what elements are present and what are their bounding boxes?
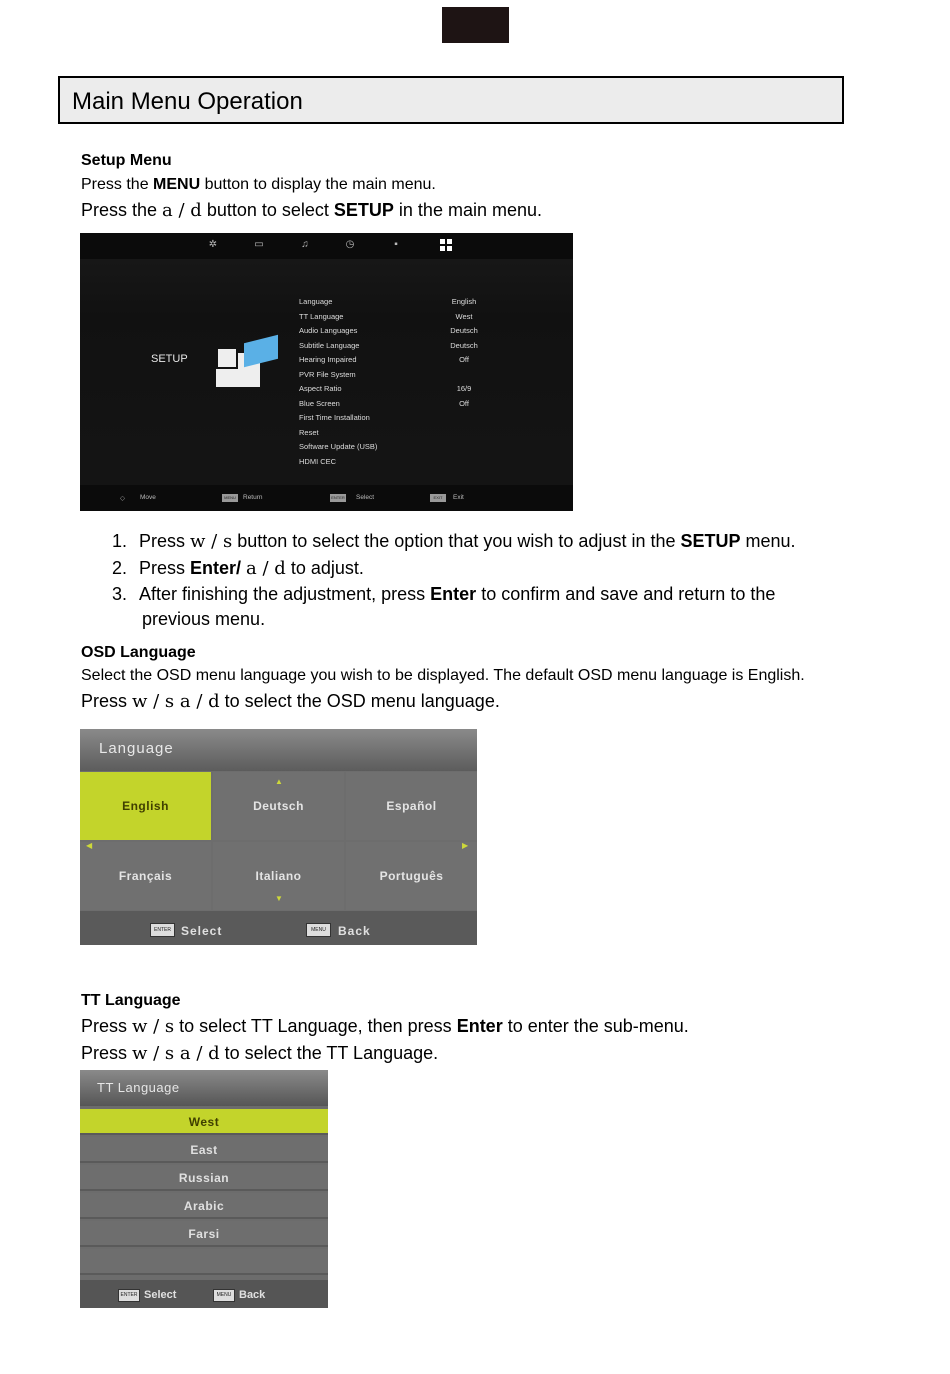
menu-key-icon: MENU bbox=[213, 1289, 235, 1302]
setup-item-value: West bbox=[455, 312, 473, 321]
tt-option-east[interactable]: East bbox=[80, 1137, 328, 1163]
step-2: 2.Press Enter/ a / d to adjust. bbox=[112, 558, 364, 579]
back-label: Back bbox=[239, 1289, 266, 1301]
setup-item-value: Deutsch bbox=[450, 341, 478, 350]
step-3-continuation: previous menu. bbox=[142, 609, 266, 629]
section-title: Main Menu Operation bbox=[72, 88, 303, 115]
tt-option-farsi[interactable]: Farsi bbox=[80, 1221, 328, 1247]
setup-grid-icon bbox=[440, 239, 452, 251]
menu-key-icon: MENU bbox=[306, 923, 331, 937]
setup-item-label: Hearing Impaired bbox=[299, 355, 357, 364]
tt-option-arabic[interactable]: Arabic bbox=[80, 1193, 328, 1219]
return-label: Return bbox=[243, 494, 263, 501]
setup-item-value: Deutsch bbox=[450, 326, 478, 335]
left-arrow-icon: ◀ bbox=[86, 841, 93, 850]
language-option-italiano[interactable]: Italiano bbox=[213, 842, 344, 910]
tt-menu-header: TT Language bbox=[80, 1070, 328, 1106]
move-label: Move bbox=[140, 494, 156, 501]
setup-item-value: English bbox=[451, 297, 477, 306]
exit-key-icon: EXIT bbox=[430, 494, 446, 502]
language-menu-footer: ENTER Select MENU Back bbox=[80, 911, 477, 945]
tt-option-russian[interactable]: Russian bbox=[80, 1165, 328, 1191]
time-icon: ◷ bbox=[345, 239, 355, 250]
select-label: Select bbox=[356, 494, 375, 501]
setup-item-label: HDMI CEC bbox=[299, 457, 337, 466]
sound-icon: ♫ bbox=[301, 239, 309, 250]
setup-item-label: PVR File System bbox=[299, 370, 356, 379]
exit-label: Exit bbox=[453, 494, 464, 501]
menu-key-icon: MENU bbox=[222, 494, 238, 502]
setup-item-value: Off bbox=[459, 355, 469, 364]
tv-bottom-bar: ◇ Move MENU Return ENTER Select EXIT Exi… bbox=[80, 485, 573, 511]
language-menu-title: Language bbox=[99, 740, 174, 757]
up-arrow-icon: ▲ bbox=[275, 777, 283, 786]
tt-line-2: Press w / s a / d to select the TT Langu… bbox=[81, 1043, 439, 1064]
setup-line-2: Press the a / d button to select SETUP i… bbox=[81, 200, 542, 221]
tt-language-screenshot: TT Language West East Russian Arabic Far… bbox=[80, 1070, 328, 1308]
osd-heading: OSD Language bbox=[81, 644, 196, 661]
tt-option-empty bbox=[80, 1249, 328, 1275]
osd-line-2: Press w / s a / d to select the OSD menu… bbox=[81, 691, 500, 712]
language-option-deutsch[interactable]: Deutsch bbox=[213, 772, 344, 840]
tv-top-bar: ✲ ▭ ♫ ◷ ▪ bbox=[80, 233, 573, 259]
back-label: Back bbox=[338, 924, 371, 938]
tt-option-west[interactable]: West bbox=[80, 1109, 328, 1135]
step-3: 3.After finishing the adjustment, press … bbox=[112, 584, 776, 604]
enter-key-icon: ENTER bbox=[150, 923, 175, 937]
setup-item-label: Software Update (USB) bbox=[299, 442, 378, 451]
setup-item-label: Language bbox=[299, 297, 333, 306]
section-title-box: Main Menu Operation bbox=[58, 76, 844, 124]
tt-heading: TT Language bbox=[81, 992, 181, 1009]
select-label: Select bbox=[181, 924, 223, 938]
setup-item-label: First Time Installation bbox=[299, 413, 370, 422]
setup-menu-screenshot: ✲ ▭ ♫ ◷ ▪ SETUP Language English TT Lang… bbox=[80, 233, 573, 511]
move-arrows-icon: ◇ bbox=[120, 495, 125, 502]
setup-tiles-icon bbox=[214, 327, 282, 387]
setup-item-label: Subtitle Language bbox=[299, 341, 360, 350]
setup-item-value: Off bbox=[459, 399, 469, 408]
setup-heading: Setup Menu bbox=[81, 152, 172, 169]
enter-key-icon: ENTER bbox=[118, 1289, 140, 1302]
select-label: Select bbox=[144, 1289, 177, 1301]
language-option-francais[interactable]: Français bbox=[80, 842, 211, 910]
tt-menu-footer: ENTER Select MENU Back bbox=[80, 1280, 328, 1308]
language-option-espanol[interactable]: Español bbox=[346, 772, 477, 840]
language-option-english[interactable]: English bbox=[80, 772, 211, 840]
picture-icon: ✲ bbox=[208, 239, 218, 250]
setup-item-label: TT Language bbox=[299, 312, 344, 321]
language-menu-screenshot: Language English Deutsch Español Françai… bbox=[80, 729, 477, 945]
page-tab-marker bbox=[442, 7, 509, 43]
channel-icon: ▭ bbox=[254, 239, 264, 250]
tt-menu-title: TT Language bbox=[97, 1080, 180, 1095]
lock-icon: ▪ bbox=[394, 239, 398, 250]
language-menu-header: Language bbox=[80, 729, 477, 771]
setup-item-value: 16/9 bbox=[456, 384, 472, 393]
down-arrow-icon: ▼ bbox=[275, 894, 283, 903]
setup-screen-label: SETUP bbox=[151, 353, 188, 365]
setup-item-label: Blue Screen bbox=[299, 399, 340, 408]
enter-key-icon: ENTER bbox=[330, 494, 346, 502]
right-arrow-icon: ▶ bbox=[462, 841, 469, 850]
setup-line-1: Press the MENU button to display the mai… bbox=[81, 176, 436, 193]
step-1: 1.Press w / s button to select the optio… bbox=[112, 531, 796, 552]
setup-item-label: Aspect Ratio bbox=[299, 384, 342, 393]
osd-line-1: Select the OSD menu language you wish to… bbox=[81, 667, 805, 684]
language-option-portugues[interactable]: Português bbox=[346, 842, 477, 910]
setup-item-label: Reset bbox=[299, 428, 319, 437]
setup-item-label: Audio Languages bbox=[299, 326, 358, 335]
tt-line-1: Press w / s to select TT Language, then … bbox=[81, 1016, 689, 1037]
